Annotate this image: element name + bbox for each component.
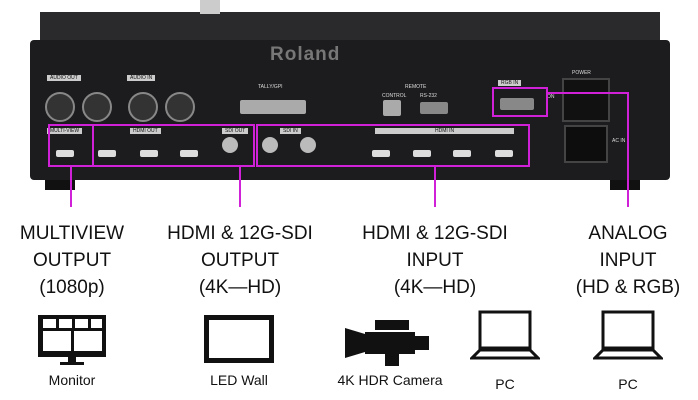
label-rs232: RS-232 <box>420 93 437 99</box>
hdmi-port <box>453 150 471 157</box>
callout-line: HDMI & 12G-SDI <box>362 223 508 244</box>
callout-line: MULTIVIEW <box>19 223 125 244</box>
sdi-port <box>300 137 316 153</box>
leader-line <box>546 92 628 94</box>
power-switch <box>562 78 610 122</box>
label-remote: REMOTE <box>405 84 427 90</box>
device-label: PC <box>495 376 515 392</box>
leader-line <box>434 165 436 207</box>
device-label: LED Wall <box>210 372 268 388</box>
led-wall-icon <box>204 315 274 363</box>
highlight-multiview <box>48 124 94 167</box>
hdmi-port <box>495 150 513 157</box>
label-sdi-out: SDI OUT <box>222 128 249 134</box>
device-label: PC <box>618 376 638 392</box>
camera-icon <box>345 320 429 366</box>
ac-inlet <box>564 125 608 163</box>
callout-line: (HD & RGB) <box>575 277 681 298</box>
multiview-monitor-icon <box>38 315 106 365</box>
callout-line: (4K—HD) <box>198 277 282 298</box>
label-audio-out: AUDIO OUT <box>47 75 81 81</box>
hdmi-port <box>180 150 198 157</box>
foot <box>45 180 75 190</box>
xlr-in-r <box>128 92 158 122</box>
label-tally: TALLY/GPI <box>258 84 283 90</box>
leader-line <box>239 165 241 207</box>
label-hdmi-in: HDMI IN <box>375 128 515 134</box>
label-rgb-in: RGB IN <box>498 80 522 86</box>
highlight-rgb-in <box>492 87 548 117</box>
highlight-input <box>256 124 530 167</box>
callout-input: HDMI & 12G-SDI INPUT (4K—HD) <box>345 220 525 301</box>
xlr-out-l <box>82 92 112 122</box>
sdi-port <box>262 137 278 153</box>
callout-line: OUTPUT <box>200 250 280 271</box>
label-ac-in: AC IN <box>612 138 626 144</box>
leader-line <box>627 92 629 207</box>
label-on: ON <box>547 94 555 100</box>
label-hdmi-out: HDMI OUT <box>130 128 161 134</box>
roland-logo: Roland <box>270 44 341 65</box>
hdmi-port <box>372 150 390 157</box>
callout-analog: ANALOG INPUT (HD & RGB) <box>538 220 698 301</box>
tally-port <box>240 100 306 114</box>
device-top <box>40 12 660 44</box>
callout-line: (1080p) <box>39 277 105 298</box>
xlr-in-l <box>165 92 195 122</box>
rs232-port <box>420 102 448 114</box>
joystick <box>200 0 220 14</box>
label-audio-in: AUDIO IN <box>127 75 156 81</box>
control-port <box>383 100 401 116</box>
callout-line: INPUT <box>599 250 657 271</box>
callout-output: HDMI & 12G-SDI OUTPUT (4K—HD) <box>150 220 330 301</box>
callout-multiview: MULTIVIEW OUTPUT (1080p) <box>0 220 162 301</box>
device-label: 4K HDR Camera <box>337 372 443 388</box>
laptop-icon <box>470 310 540 360</box>
callout-line: ANALOG <box>588 223 668 244</box>
callout-line: (4K—HD) <box>393 277 477 298</box>
callout-line: INPUT <box>406 250 464 271</box>
label-multi-view: MULTI-VIEW <box>47 128 83 134</box>
highlight-output <box>92 124 255 167</box>
label-power: POWER <box>572 70 591 76</box>
callout-line: HDMI & 12G-SDI <box>167 223 313 244</box>
leader-line <box>70 165 72 207</box>
device-label: Monitor <box>48 372 96 388</box>
xlr-out-r <box>45 92 75 122</box>
label-sdi-in: SDI IN <box>280 128 301 134</box>
callout-line: OUTPUT <box>32 250 112 271</box>
rgb-port <box>500 98 534 110</box>
hdmi-port <box>140 150 158 157</box>
foot <box>610 180 640 190</box>
hdmi-port <box>98 150 116 157</box>
laptop-icon <box>593 310 663 360</box>
sdi-port <box>222 137 238 153</box>
label-control: CONTROL <box>382 93 407 99</box>
hdmi-port <box>413 150 431 157</box>
hdmi-port <box>56 150 74 157</box>
